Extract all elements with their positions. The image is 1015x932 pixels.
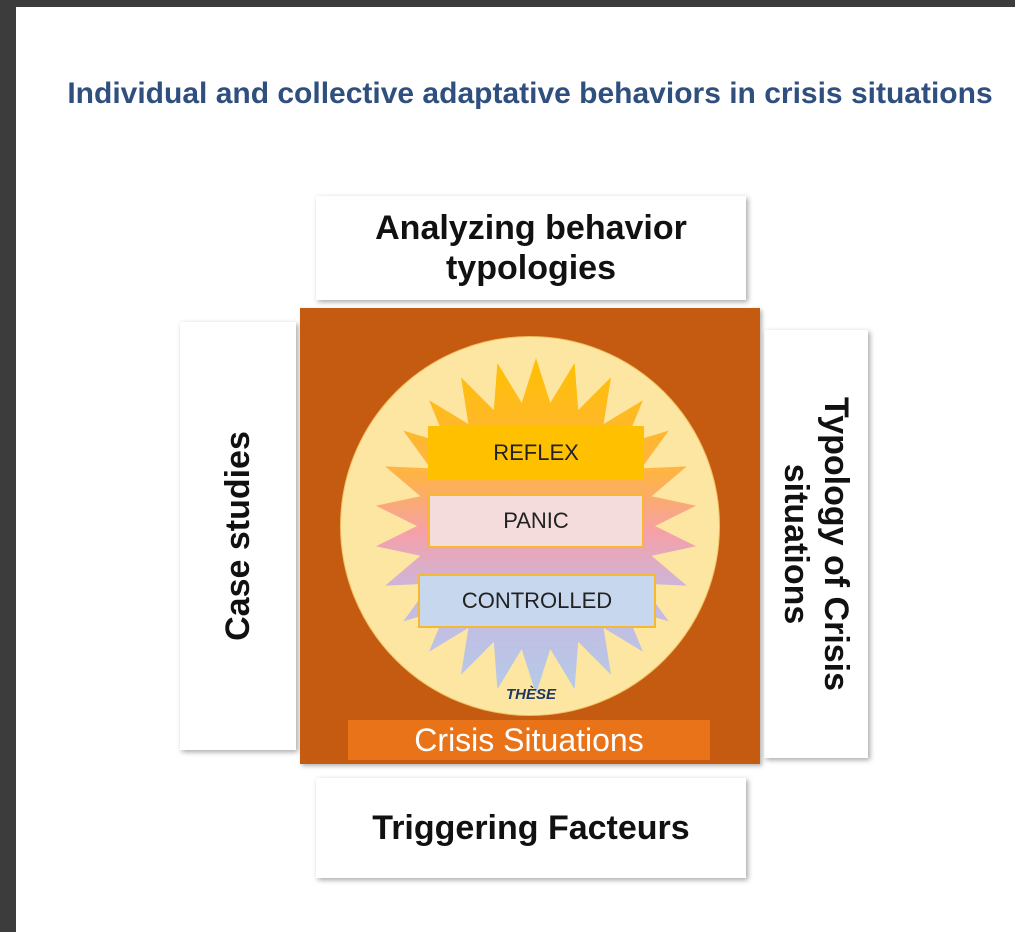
controlled-level: CONTROLLED — [418, 574, 656, 628]
crisis-typology-line-1: Typology of Crisis — [817, 396, 856, 692]
these-label: THÈSE — [506, 686, 557, 703]
crisis-typology-line-2: situations — [777, 463, 816, 625]
crisis-situations-label: Crisis Situations — [348, 720, 710, 760]
crisis-situations-core: REFLEX PANIC CONTROLLED THÈSE Crisis Sit… — [300, 308, 760, 764]
panic-level: PANIC — [428, 494, 644, 548]
window-frame-top — [0, 0, 1015, 7]
triggering-factors-box: Triggering Facteurs — [316, 778, 746, 878]
diagram-title: Individual and collective adaptative beh… — [67, 77, 993, 110]
crisis-typology-box: Typology of Crisis situations — [764, 330, 868, 758]
case-studies-label: Case studies — [219, 431, 258, 641]
analyzing-behavior-label: Analyzing behavior typologies — [375, 209, 687, 287]
analyzing-behavior-box: Analyzing behavior typologies — [316, 196, 746, 300]
triggering-factors-label: Triggering Facteurs — [372, 809, 690, 847]
case-studies-box: Case studies — [180, 322, 296, 750]
reflex-level: REFLEX — [428, 426, 644, 480]
window-frame-left — [0, 0, 16, 932]
crisis-typology-label: Typology of Crisis situations — [776, 397, 856, 691]
